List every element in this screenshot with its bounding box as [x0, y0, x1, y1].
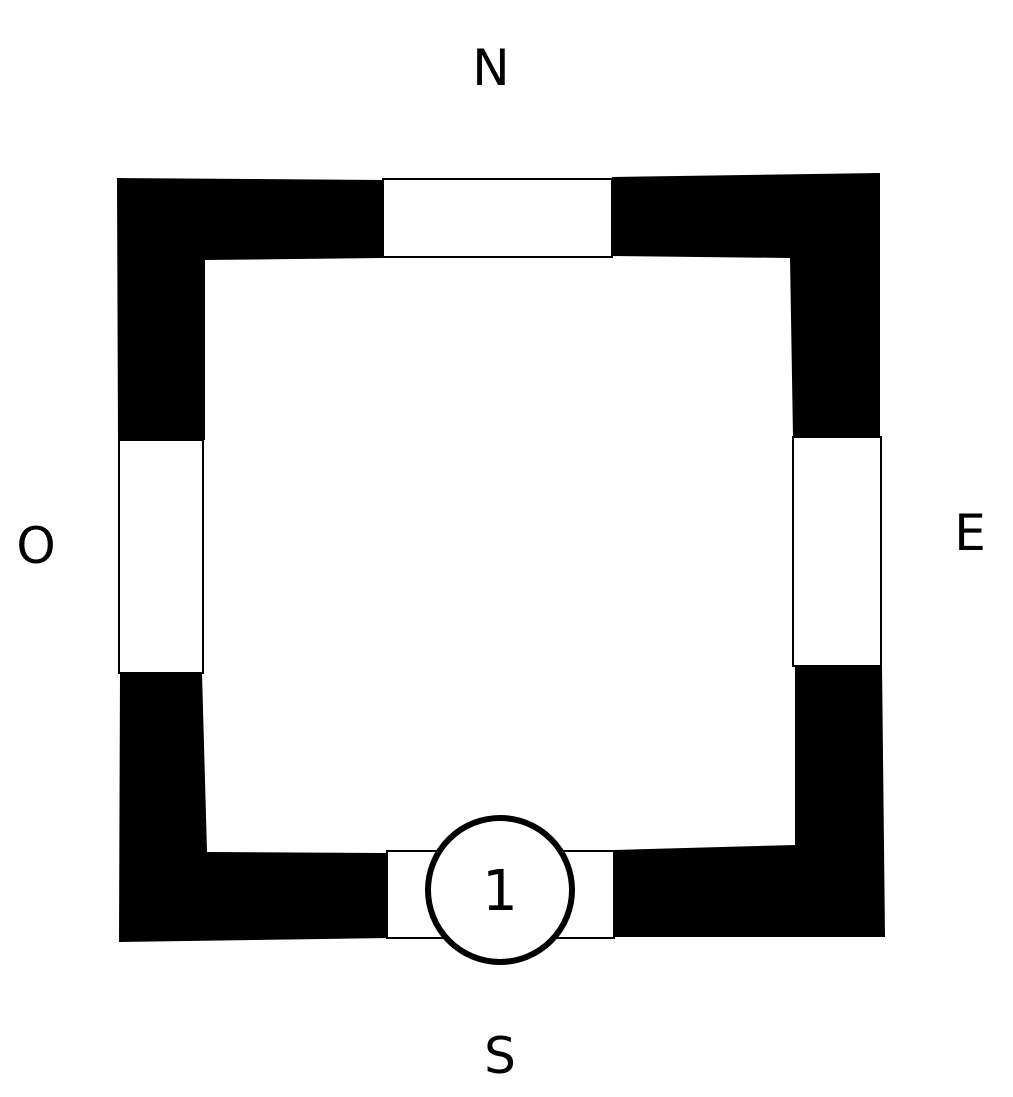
- opening-north: [382, 178, 613, 258]
- marker-1: 1: [425, 815, 575, 965]
- marker-label: 1: [482, 859, 518, 924]
- compass-east-label: E: [954, 504, 986, 562]
- wall-north-left: [117, 178, 383, 440]
- compass-south-label: S: [484, 1027, 516, 1085]
- compass-north-label: N: [472, 39, 509, 97]
- walls: [117, 173, 885, 942]
- opening-west: [118, 439, 204, 674]
- openings: [118, 178, 882, 939]
- wall-west-bottom: [119, 673, 387, 942]
- opening-east: [792, 436, 882, 667]
- marker-circle: [425, 815, 575, 965]
- wall-east-bottom: [614, 666, 885, 937]
- wall-north-right: [612, 173, 880, 437]
- compass-west-label: O: [16, 517, 55, 575]
